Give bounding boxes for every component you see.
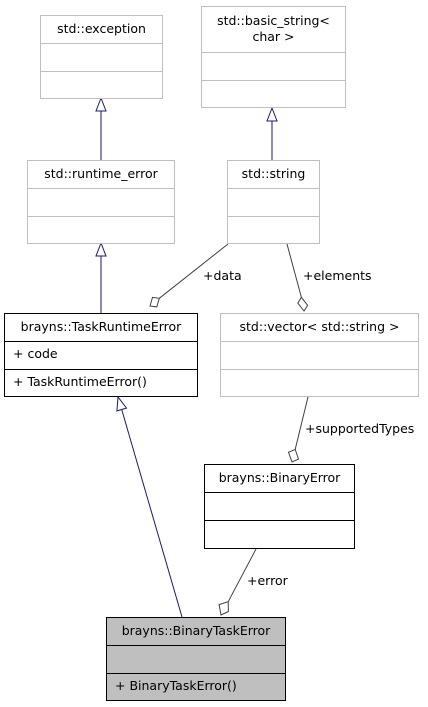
class-title: std::string — [228, 161, 319, 189]
edge-label-data: +data — [203, 268, 242, 283]
class-methods-section — [228, 217, 319, 244]
class-std-basic-string: std::basic_string< char > — [201, 6, 346, 108]
class-title: std::vector< std::string > — [221, 314, 418, 342]
edge-label-supported-types: +supportedTypes — [305, 421, 415, 436]
class-std-vector-string: std::vector< std::string > — [220, 313, 419, 397]
class-title-line-1: std::basic_string< — [217, 13, 330, 28]
inheritance-edge-string-basic-string — [266, 106, 278, 160]
composition-edge-elements — [286, 243, 309, 312]
class-binary-error: brayns::BinaryError — [204, 464, 355, 549]
class-task-runtime-error: brayns::TaskRuntimeError + code + TaskRu… — [4, 313, 198, 397]
class-std-runtime-error: std::runtime_error — [27, 160, 175, 244]
class-methods-section — [205, 521, 354, 548]
class-method-binary-task-error: + BinaryTaskError() — [115, 678, 237, 693]
edge-label-error: +error — [247, 573, 288, 588]
class-methods-section — [202, 81, 345, 108]
inheritance-edge-binary-task-error-task-runtime-error — [116, 395, 183, 618]
class-title: std::runtime_error — [28, 161, 174, 189]
class-methods-section — [221, 370, 418, 397]
class-attributes-section — [221, 342, 418, 370]
class-title: brayns::TaskRuntimeError — [5, 314, 197, 342]
edge-label-elements: +elements — [303, 268, 372, 283]
inheritance-edge-task-runtime-error-runtime-error — [95, 241, 107, 313]
composition-edge-supported-types — [287, 396, 309, 463]
class-title: brayns::BinaryError — [205, 465, 354, 493]
class-attributes-section — [202, 53, 345, 81]
class-binary-task-error: brayns::BinaryTaskError + BinaryTaskErro… — [106, 617, 286, 701]
composition-edge-error — [218, 548, 257, 616]
class-attributes-section — [28, 189, 174, 217]
class-attribute-code: + code — [5, 342, 197, 370]
class-std-exception: std::exception — [40, 15, 163, 99]
class-attributes-section — [205, 493, 354, 521]
class-title: brayns::BinaryTaskError — [107, 618, 285, 646]
class-title: std::exception — [41, 16, 162, 44]
composition-edge-data — [149, 243, 229, 308]
class-std-string: std::string — [227, 160, 320, 244]
class-methods-section — [28, 217, 174, 244]
class-title: std::basic_string< char > — [202, 7, 345, 53]
class-attributes-section — [41, 44, 162, 72]
class-attributes-section — [107, 646, 285, 674]
class-attributes-section — [228, 189, 319, 217]
inheritance-edge-runtime-error-exception — [95, 96, 107, 160]
class-methods-section — [41, 72, 162, 99]
class-title-line-2: char > — [252, 29, 295, 44]
class-method-task-runtime-error: + TaskRuntimeError() — [13, 374, 147, 389]
